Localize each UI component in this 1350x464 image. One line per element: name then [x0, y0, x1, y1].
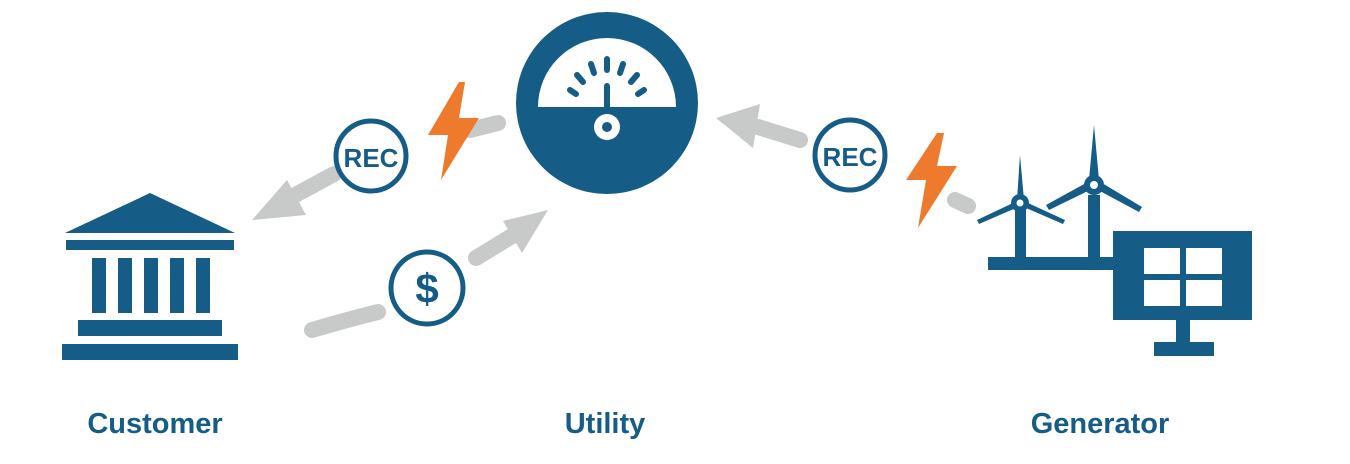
bank-building-icon — [62, 193, 238, 360]
customer-label: Customer — [87, 408, 223, 440]
dollar-badge: $ — [388, 249, 466, 327]
meter-gauge-icon — [516, 12, 698, 194]
solar-panel-icon — [1113, 231, 1252, 356]
rec-badge-label: REC — [823, 142, 878, 172]
wind-turbine-icon — [977, 155, 1065, 270]
wind-turbines-and-solar-panel-icon — [977, 125, 1252, 356]
rec-badge-left: REC — [333, 118, 409, 194]
generator-label: Generator — [1030, 408, 1170, 440]
arrow-customer-to-utility — [304, 210, 548, 338]
utility-label: Utility — [564, 408, 646, 440]
wind-turbine-icon — [1046, 125, 1142, 270]
arrow-utility-to-customer — [252, 115, 506, 220]
arrow-generator-to-utility — [716, 104, 976, 214]
rec-badge-right: REC — [812, 117, 888, 193]
lightning-bolt-icon — [428, 82, 479, 180]
dollar-sign: $ — [415, 265, 438, 312]
lightning-bolt-icon — [906, 133, 957, 228]
rec-badge-label: REC — [344, 143, 399, 173]
